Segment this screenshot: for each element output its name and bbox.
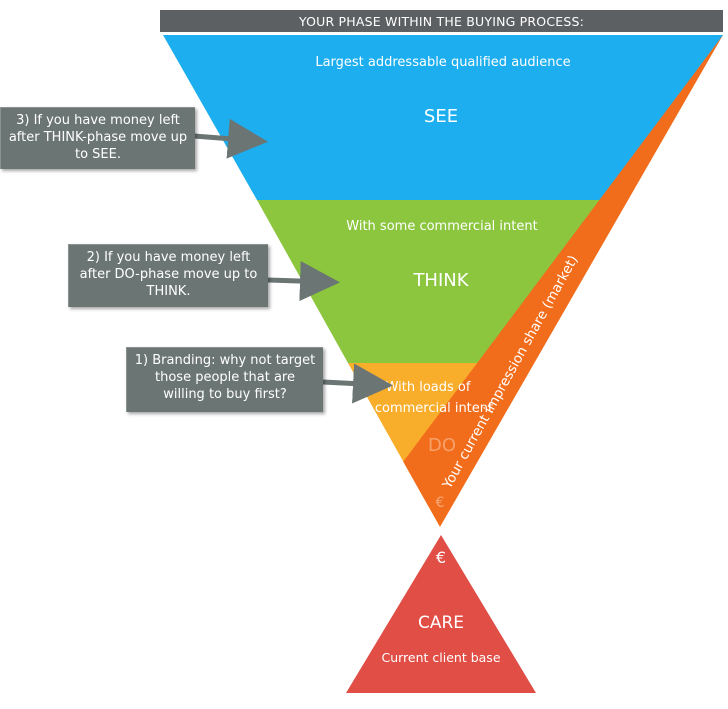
callout-1-line3: willing to buy first? [163, 387, 287, 402]
callout-1-line2: those people that are [155, 370, 295, 385]
callout-3-line2: after THINK-phase move up [8, 130, 188, 145]
callout-2-arrow [267, 261, 340, 302]
callout-see-step: 3) If you have money left after THINK-ph… [0, 107, 195, 169]
do-label: DO [428, 435, 456, 456]
market-share-wedge [403, 35, 723, 527]
care-subtitle: Current client base [381, 650, 500, 665]
care-label: CARE [418, 613, 464, 633]
see-band [163, 35, 723, 200]
callout-think-step: 2) If you have money left after DO-phase… [68, 244, 268, 307]
phase-header: YOUR PHASE WITHIN THE BUYING PROCESS: [160, 10, 723, 32]
phase-header-title: YOUR PHASE WITHIN THE BUYING PROCESS: [298, 13, 585, 29]
callout-do-step: 1) Branding: why not target those people… [126, 347, 323, 412]
do-subtitle-line2: commercial intent [375, 401, 493, 416]
do-subtitle-line1: With loads of [386, 380, 471, 395]
callout-2-line1: 2) If you have money left [86, 250, 251, 265]
see-label: SEE [424, 106, 458, 127]
callout-3-arrow [193, 118, 268, 159]
think-label: THINK [412, 270, 469, 291]
callout-2-line2: after DO-phase move up to [79, 267, 258, 282]
callout-1-arrow [322, 363, 393, 404]
see-subtitle: Largest addressable qualified audience [315, 55, 570, 70]
do-euro-symbol: € [436, 495, 445, 511]
care-triangle [346, 535, 536, 693]
care-euro-symbol: € [436, 548, 446, 567]
callout-2-line3: THINK. [146, 284, 191, 299]
callout-1-line1: 1) Branding: why not target [134, 353, 316, 368]
callout-3-line1: 3) If you have money left [16, 113, 180, 128]
callout-3-line3: to SEE. [75, 147, 121, 162]
think-subtitle: With some commercial intent [346, 219, 537, 234]
